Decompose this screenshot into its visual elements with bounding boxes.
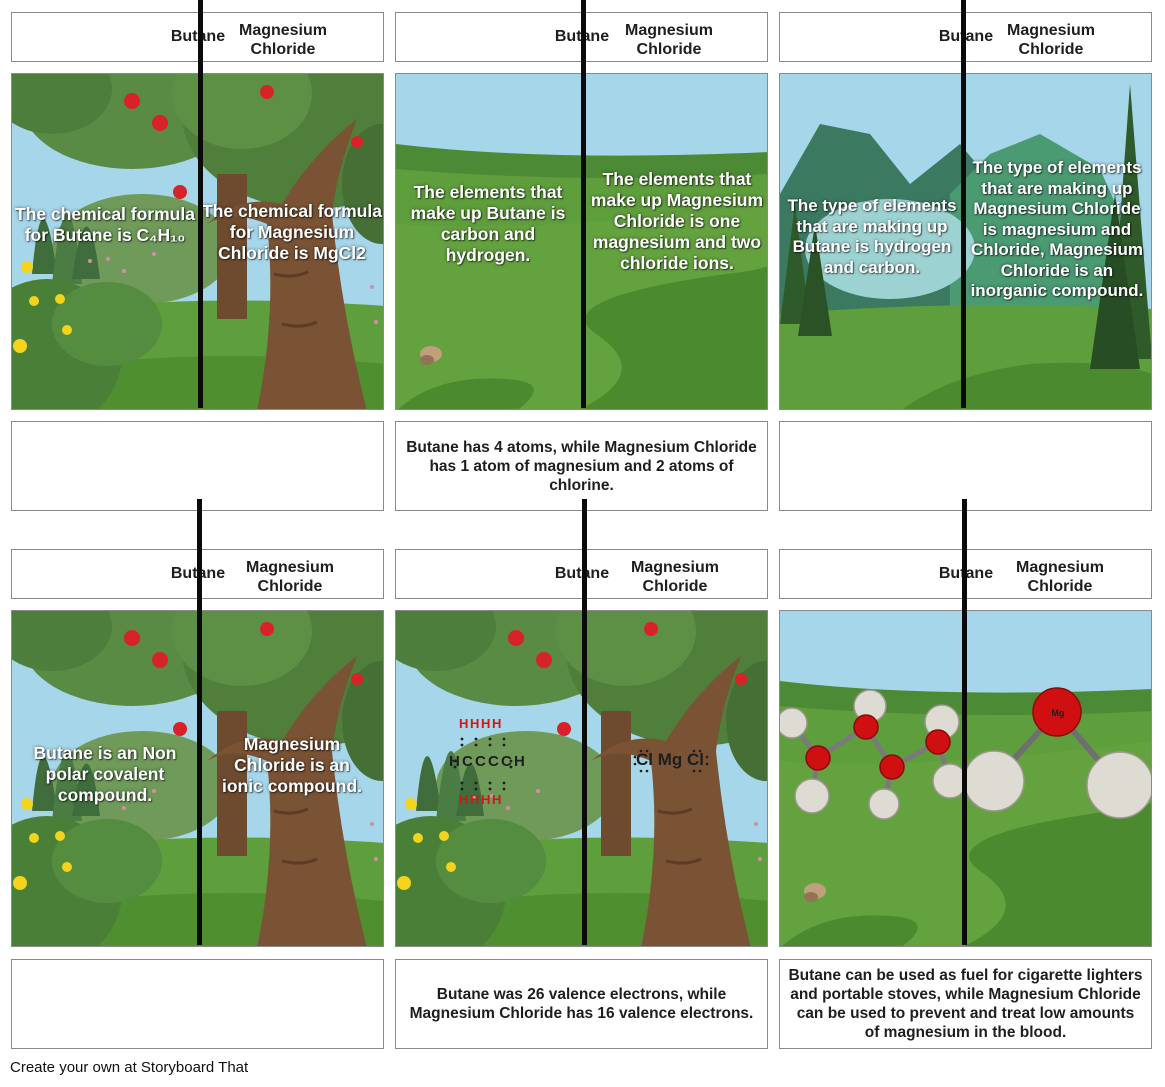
column-label-butane: Butane — [138, 28, 258, 46]
butane-bottom-hydrogens: H H H H — [459, 792, 501, 807]
divider-line-3 — [961, 0, 966, 408]
panel-5-scene: H H H H H C C C C H H H H H Cl Mg Cl — [395, 610, 768, 947]
caption-box-1 — [11, 421, 384, 511]
butane-ball-and-stick-model — [780, 689, 968, 820]
panel-2-right-text: The elements that make up Magnesium Chlo… — [590, 169, 764, 273]
panel-1-right-text: The chemical formula for Magnesium Chlor… — [202, 201, 382, 263]
divider-line-6 — [962, 499, 967, 945]
divider-line-5 — [582, 499, 587, 945]
mgcl2-lewis-structure: Cl Mg Cl — [636, 750, 704, 769]
storyboard-footer[interactable]: Create your own at Storyboard That — [10, 1059, 249, 1076]
butane-lewis-structure — [453, 737, 513, 791]
column-label-magnesium-chloride: Magnesium Chloride — [245, 559, 334, 595]
column-label-magnesium-chloride: Magnesium Chloride — [630, 559, 719, 595]
column-label-butane: Butane — [522, 565, 642, 583]
mgcl2-ball-and-stick-model — [963, 687, 1151, 819]
column-label-magnesium-chloride: Magnesium Chloride — [624, 22, 713, 58]
column-label-magnesium-chloride: Magnesium Chloride — [1015, 559, 1104, 595]
column-label-magnesium-chloride: Magnesium Chloride — [238, 22, 327, 58]
caption-box-4 — [11, 959, 384, 1049]
mg-atom-label: Mg — [1051, 708, 1065, 718]
caption-box-6: Butane can be used as fuel for cigarette… — [779, 959, 1152, 1049]
title-box-1: Butane Magnesium Chloride — [11, 12, 384, 62]
butane-top-hydrogens: H H H H — [459, 716, 501, 731]
panel-2-left-text: The elements that make up Butane is carb… — [410, 182, 566, 265]
divider-line-4 — [197, 499, 202, 945]
caption-box-3 — [779, 421, 1152, 511]
mgcl2-electron-dots — [633, 749, 709, 773]
divider-line-1 — [198, 0, 203, 408]
divider-line-2 — [581, 0, 586, 408]
panel-3-left-text: The type of elements that are making up … — [787, 196, 957, 277]
column-label-magnesium-chloride: Magnesium Chloride — [1006, 22, 1095, 58]
title-box-5: Butane Magnesium Chloride — [395, 549, 768, 599]
caption-box-2: Butane has 4 atoms, while Magnesium Chlo… — [395, 421, 768, 511]
panel-4-left-text: Butane is an Non polar covalent compound… — [33, 743, 177, 805]
panel-3-right-text: The type of elements that are making up … — [970, 158, 1144, 300]
caption-box-5: Butane was 26 valence electrons, while M… — [395, 959, 768, 1049]
butane-carbon-chain: H C C C C H — [449, 753, 525, 770]
panel-1-left-text: The chemical formula for Butane is C₄H₁₀ — [15, 204, 195, 245]
panel-1-scene: The chemical formula for Butane is C₄H₁₀… — [11, 73, 384, 410]
panel-4-right-text: Magnesium Chloride is an ionic compound. — [222, 734, 362, 796]
